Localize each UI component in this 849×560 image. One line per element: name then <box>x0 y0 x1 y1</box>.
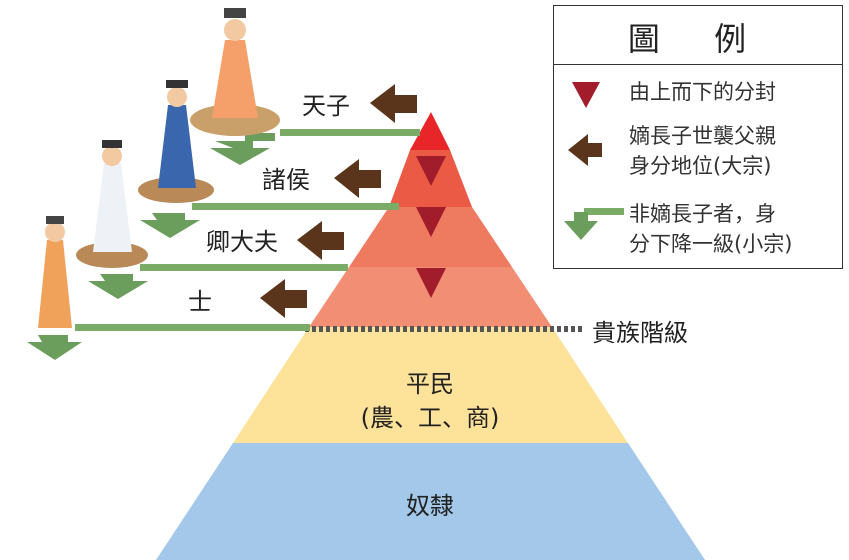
legend-item-eldest-son-line2: 身分地位(大宗) <box>629 154 772 178</box>
green-line-shi <box>27 324 310 360</box>
rank-label-zhuhou: 諸侯 <box>262 166 310 194</box>
rank-label-qingdafu: 卿大夫 <box>206 228 278 256</box>
rank-label-shi: 士 <box>188 288 212 316</box>
legend-item-enfeoffment: 由上而下的分封 <box>629 80 776 104</box>
commoner-label: 平民 <box>406 370 454 398</box>
green-line-qingdafu <box>88 264 348 299</box>
rank-tier-qingdafu <box>349 207 512 267</box>
noble-class-label: 貴族階級 <box>592 319 688 347</box>
legend-title: 圖 例 <box>627 20 769 58</box>
scholar-figure <box>38 216 72 328</box>
left-arrow-icon <box>370 84 417 123</box>
legend-item-eldest-son-line1: 嫡長子世襲父親 <box>629 124 776 148</box>
lord-figure <box>138 80 214 203</box>
green-bent-arrow-icon <box>564 208 624 240</box>
green-line-tianzi <box>210 129 420 165</box>
legend-item-younger-son-line1: 非嫡長子者，身 <box>629 202 776 226</box>
left-arrow-icon <box>297 221 344 260</box>
rank-label-tianzi: 天子 <box>302 92 350 120</box>
slave-label: 奴隸 <box>406 492 454 520</box>
brown-left-arrow-icon <box>568 134 602 166</box>
commoner-occupations-label: (農、工、商) <box>360 404 500 432</box>
legend: 圖 例 由上而下的分封 嫡長子世襲父親 身分地位(大宗) 非嫡長子者，身 分下降… <box>553 5 843 269</box>
slave-tier <box>156 443 705 560</box>
left-arrow-icon <box>334 159 381 198</box>
left-arrow-icon <box>260 279 307 318</box>
down-triangle-icon <box>416 207 446 237</box>
emperor-figure <box>190 8 280 136</box>
legend-divider <box>554 64 842 65</box>
red-down-triangle-icon <box>572 82 600 108</box>
rank-tier-tianzi <box>410 112 450 150</box>
commoner-tier <box>233 327 628 443</box>
down-triangle-icon <box>416 156 446 186</box>
legend-item-younger-son-line2: 分下降一級(小宗) <box>629 232 793 256</box>
minister-figure <box>76 140 148 268</box>
down-triangle-icon <box>416 268 446 298</box>
green-line-zhuhou <box>140 203 399 238</box>
